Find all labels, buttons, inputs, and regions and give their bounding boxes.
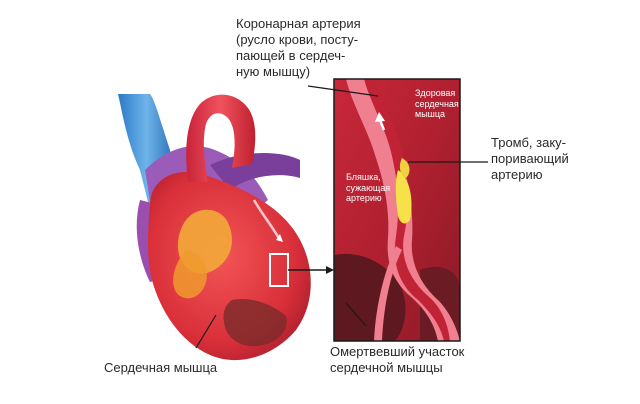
dead-tissue-area xyxy=(223,298,287,347)
pulmonary-vein xyxy=(210,153,300,190)
label-coronary-artery: Коронарная артерия (русло крови, посту- … xyxy=(236,16,361,79)
label-dead-area: Омертвевший участок сердечной мышцы xyxy=(330,344,465,375)
callout-coronary xyxy=(307,85,379,97)
label-healthy-muscle: Здоровая сердечная мышца xyxy=(415,88,459,119)
label-plaque: Бляшка, сужающая артерию xyxy=(346,172,391,203)
aorta xyxy=(186,94,256,182)
detail-thrombus xyxy=(399,158,410,178)
callout-muscle xyxy=(195,314,217,349)
fat-deposit xyxy=(173,250,207,299)
detail-plaque xyxy=(395,170,412,224)
callout-dead xyxy=(345,302,367,327)
label-heart-muscle: Сердечная мышца xyxy=(104,360,218,375)
surface-coronary-artery xyxy=(252,199,282,241)
label-thrombus: Тромб, заку- поривающий артерию xyxy=(491,135,569,182)
